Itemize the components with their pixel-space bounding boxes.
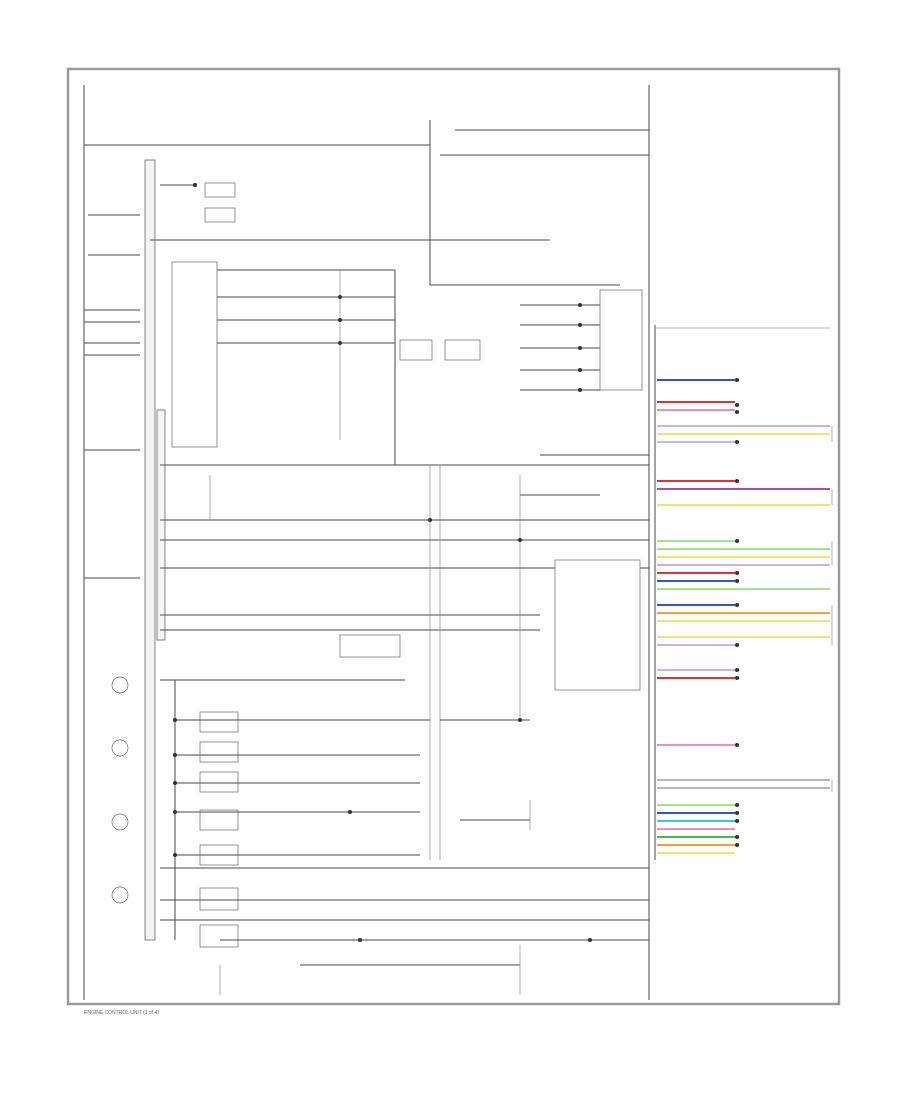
lower-switch-3	[199, 771, 239, 793]
sensor-icon-4	[111, 886, 129, 904]
right-terminal-dots	[735, 378, 739, 847]
diagram-footer-label: ENGINE CONTROL UNIT (1 of 4)	[84, 1010, 160, 1016]
splice-dots	[173, 183, 592, 942]
lower-switch-4	[199, 809, 239, 831]
relay-box-1	[204, 182, 236, 198]
diagram-frame	[66, 67, 841, 1006]
lower-switch-6	[199, 887, 239, 911]
splice-bus-bar	[156, 409, 166, 641]
sensor-box-b	[444, 339, 481, 361]
splice-connector	[339, 634, 401, 658]
sensor-icon-2	[111, 739, 129, 757]
ecu-sub-module	[171, 261, 218, 448]
lower-switch-2	[199, 741, 239, 763]
ecu-block-upper	[599, 289, 643, 391]
sensor-icon-3	[111, 813, 129, 831]
ground-bus-bar	[144, 159, 156, 941]
sensor-box-a	[399, 339, 433, 361]
relay-box-2	[204, 207, 236, 223]
lower-switch-1	[199, 711, 239, 733]
ecu-block-middle	[554, 559, 641, 691]
sensor-icon-1	[111, 676, 129, 694]
colored-wires	[657, 379, 830, 854]
lower-switch-7	[199, 924, 239, 948]
